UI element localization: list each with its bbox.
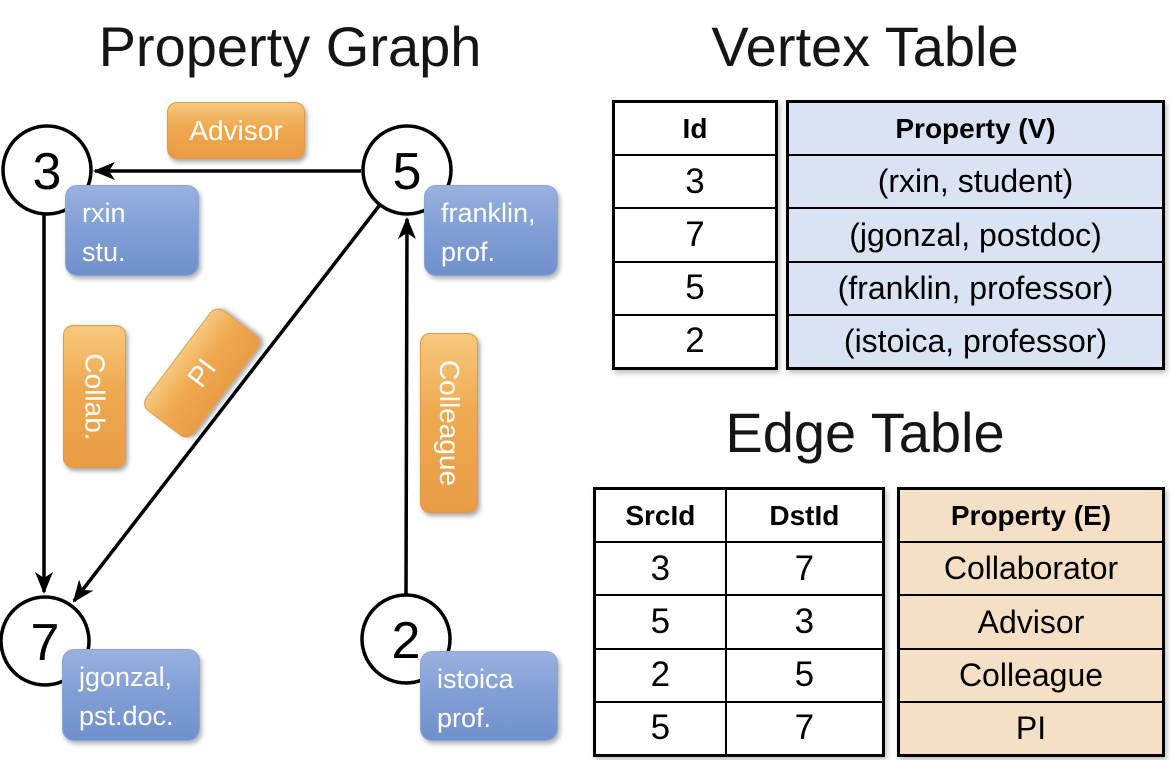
vertex-label-2: istoica prof. — [420, 651, 558, 741]
vertex-id-cell: 3 — [615, 154, 775, 207]
vertex-label-2-line2: prof. — [437, 703, 492, 734]
vertex-label-3: rxin stu. — [65, 185, 199, 276]
vertex-property-cell: (jgonzal, postdoc) — [789, 207, 1162, 261]
vertex-table-title: Vertex Table — [711, 15, 1019, 78]
vertex-id-cell: 5 — [615, 260, 775, 314]
vertex-property-cell: (istoica, professor) — [789, 313, 1162, 368]
edge-table-row: 5 7 — [596, 700, 882, 755]
vertex-label-5-line2: prof. — [441, 237, 496, 268]
node-5-id: 5 — [392, 143, 422, 201]
vertex-label-7: jgonzal, pst.doc. — [62, 649, 200, 741]
edge-table-row: 3 7 — [596, 541, 882, 595]
vertex-property-table: Property (V) (rxin, student) (jgonzal, p… — [786, 100, 1165, 370]
vertex-label-7-line1: jgonzal, — [79, 662, 173, 692]
edge-table-row: 5 3 — [596, 594, 882, 648]
edge-table-title: Edge Table — [725, 401, 1005, 464]
edge-table-row: 2 5 — [596, 647, 882, 701]
edge-dst-cell: 3 — [724, 596, 882, 648]
vertex-label-5-line1: franklin, — [441, 198, 536, 228]
edge-dst-header: DstId — [724, 490, 882, 542]
vertex-id-cell: 2 — [615, 313, 775, 367]
edge-dst-cell: 7 — [724, 543, 882, 595]
edge-src-cell: 3 — [650, 548, 671, 588]
edge-label-colleague: Colleague — [420, 333, 478, 513]
edge-src-cell: 5 — [650, 602, 671, 641]
edge-label-collab-text: Collab. — [79, 352, 111, 441]
edge-src-cell: 2 — [650, 655, 671, 695]
node-2-id: 2 — [391, 612, 421, 670]
edge-label-collab: Collab. — [63, 325, 126, 468]
edge-label-advisor: Advisor — [167, 102, 305, 159]
edge-5-to-7-pi — [72, 204, 381, 603]
edge-label-colleague-text: Colleague — [434, 359, 466, 487]
edge-property-header: Property (E) — [900, 490, 1162, 542]
edge-property-cell: Collaborator — [900, 541, 1162, 595]
edge-label-advisor-text: Advisor — [189, 114, 283, 146]
edge-src-cell: 5 — [650, 708, 671, 748]
edge-property-cell: Advisor — [900, 594, 1162, 648]
edge-table-header-row: SrcId DstId — [596, 490, 882, 542]
edge-property-table: Property (E) Collaborator Advisor Collea… — [897, 487, 1165, 757]
vertex-label-7-line2: pst.doc. — [79, 701, 174, 732]
vertex-label-3-line2: stu. — [82, 237, 126, 268]
vertex-property-cell: (rxin, student) — [789, 154, 1162, 208]
edge-property-cell: Colleague — [900, 647, 1162, 701]
vertex-property-cell: (franklin, professor) — [789, 260, 1162, 314]
edge-property-cell: PI — [900, 700, 1162, 755]
property-graph-title: Property Graph — [98, 15, 482, 78]
vertex-property-header: Property (V) — [789, 103, 1162, 155]
edge-dst-cell: 5 — [724, 649, 882, 701]
vertex-id-cell: 7 — [615, 207, 775, 260]
vertex-label-3-line1: rxin — [82, 198, 126, 228]
edge-srcdst-table: SrcId DstId 3 7 5 3 2 5 5 7 — [593, 487, 885, 757]
edge-dst-cell: 7 — [724, 702, 882, 755]
node-7-id: 7 — [30, 614, 60, 672]
vertex-id-table: Id 3 7 5 2 — [612, 100, 778, 370]
node-3-id: 3 — [32, 143, 62, 201]
edge-label-pi-text: PI — [181, 352, 222, 393]
edge-src-header: SrcId — [625, 499, 696, 531]
edge-2-to-5-colleague — [397, 217, 416, 595]
vertex-label-2-line1: istoica — [437, 664, 514, 694]
vertex-label-5: franklin, prof. — [424, 185, 558, 276]
vertex-id-header: Id — [682, 112, 708, 144]
